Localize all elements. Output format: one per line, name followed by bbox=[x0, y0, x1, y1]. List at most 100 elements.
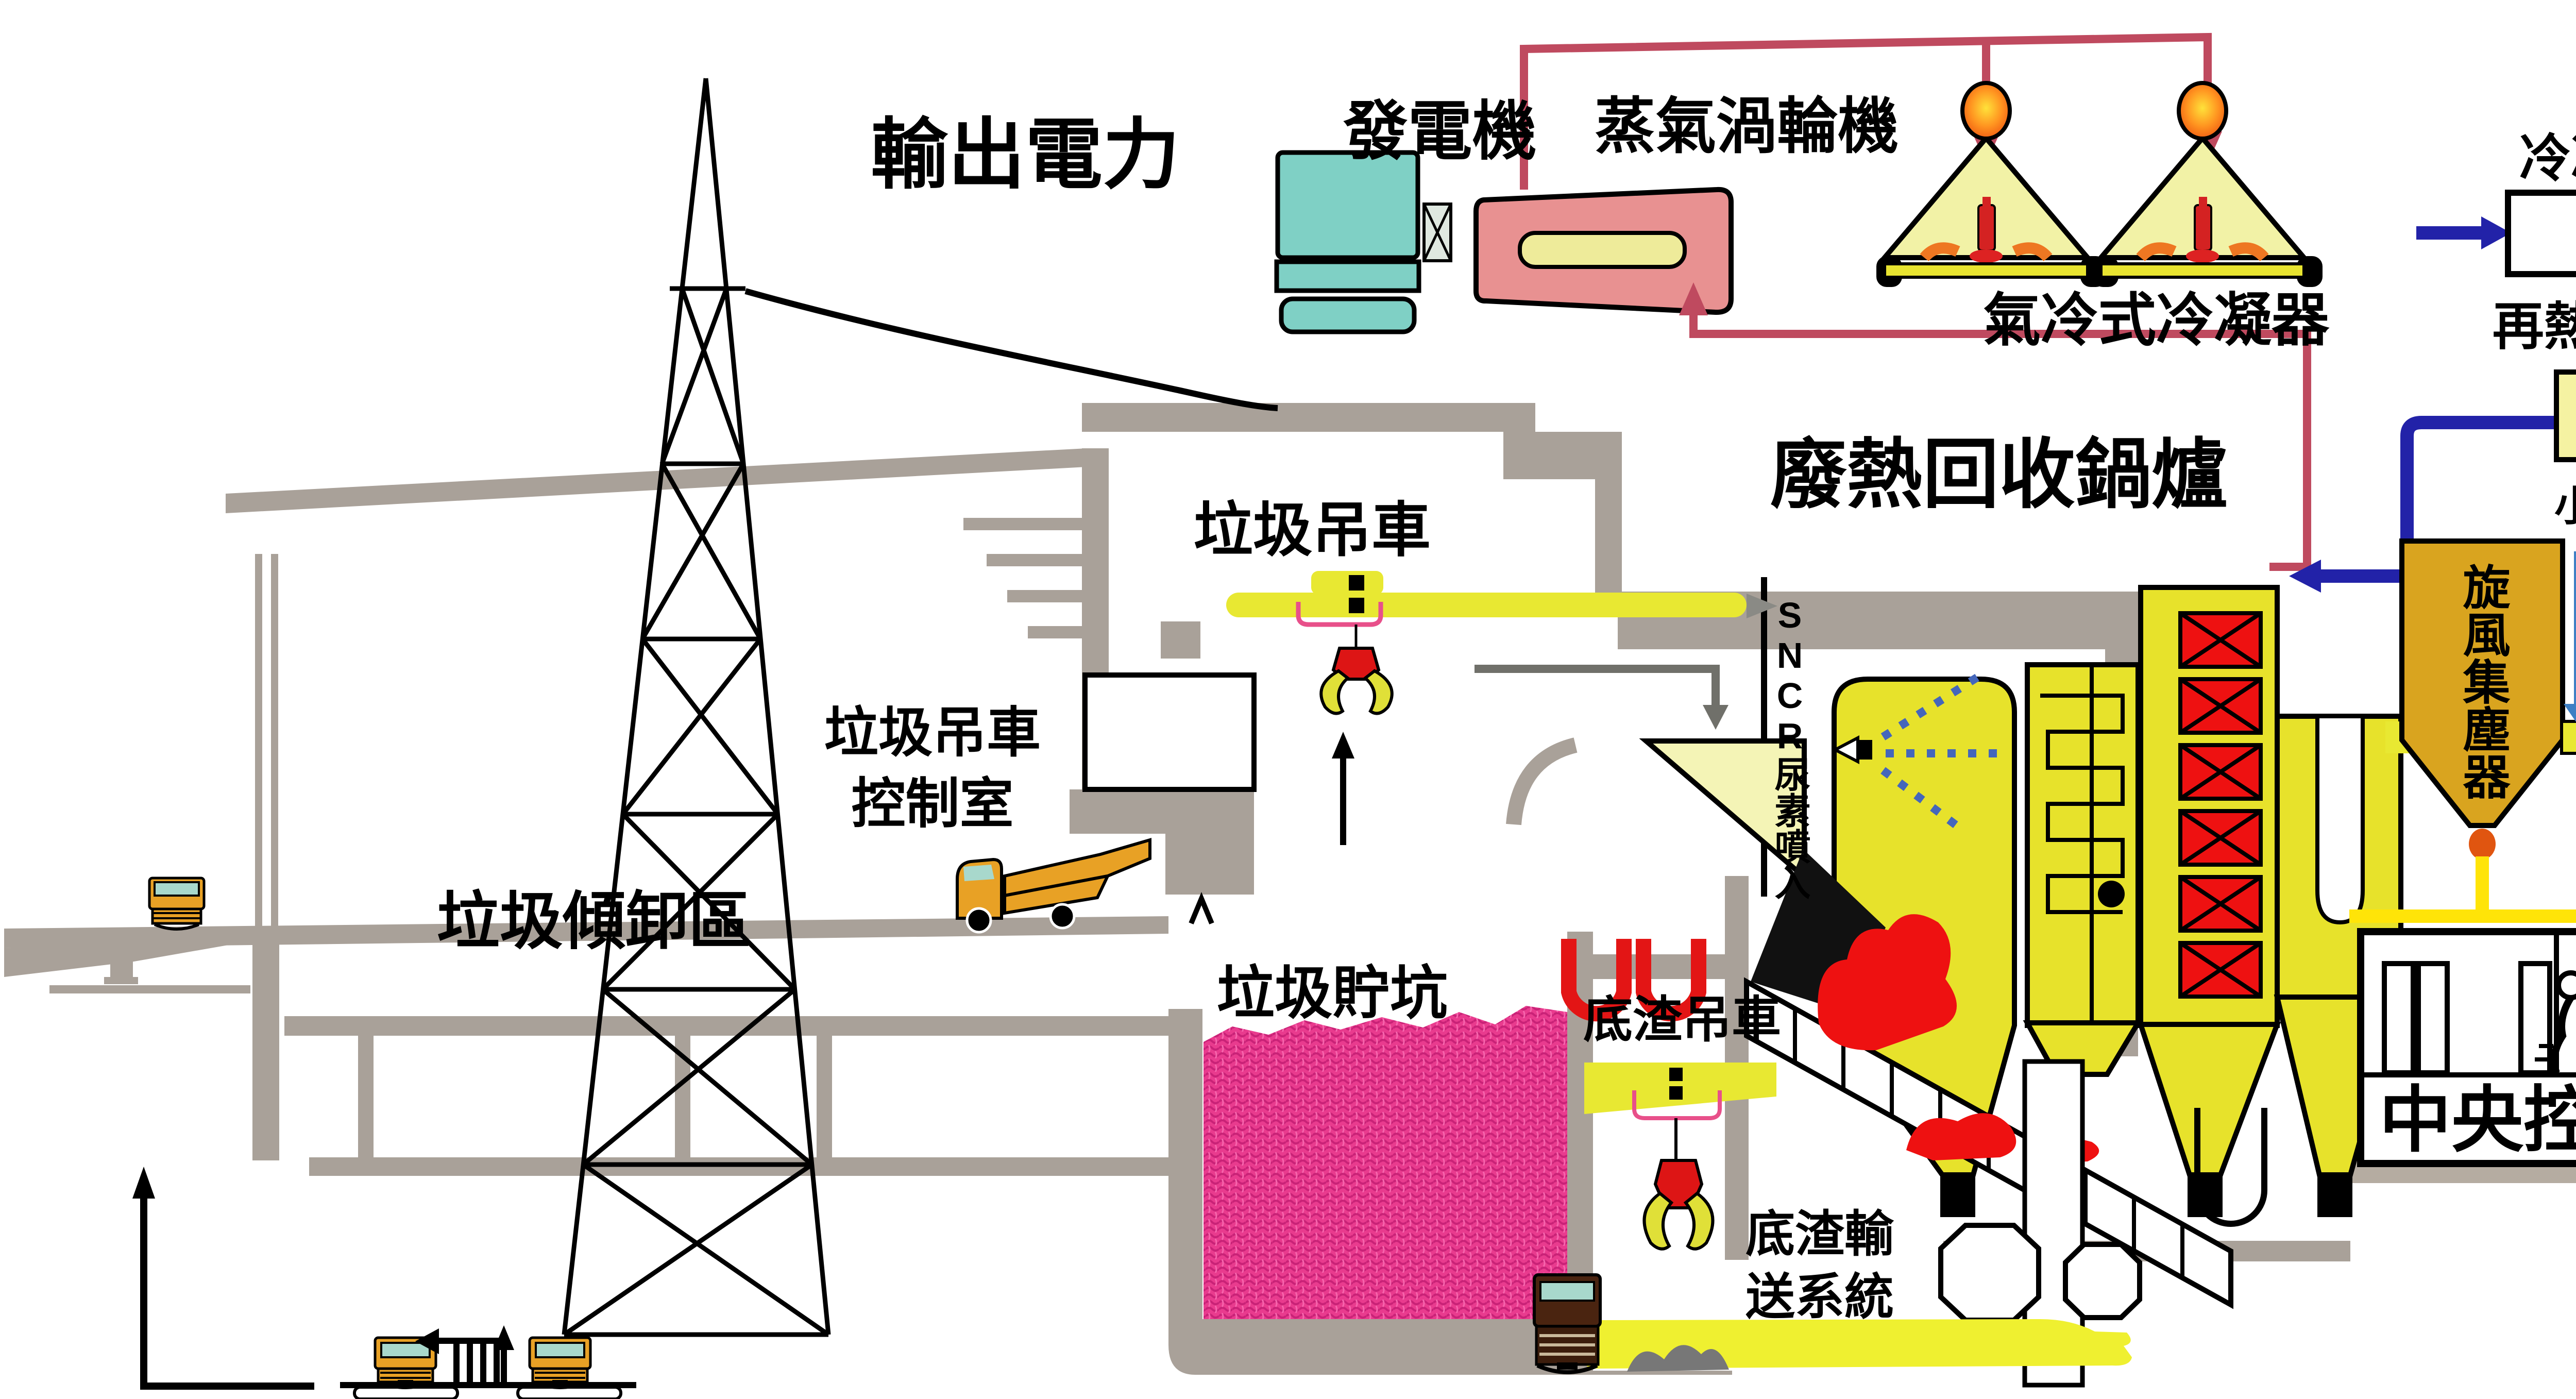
condenser-flame-ball bbox=[2177, 81, 2228, 141]
label-waste-heat-boiler: 廢熱回收鍋爐 bbox=[1770, 432, 2228, 517]
truck-windshield bbox=[1539, 1281, 1595, 1302]
truck-grille bbox=[535, 1372, 585, 1379]
ash-grab-claw-right bbox=[1683, 1191, 1715, 1251]
ramp-lower-line bbox=[49, 985, 250, 993]
blue-arrowhead-5 bbox=[2289, 560, 2321, 593]
boiler-pass-2 bbox=[2025, 662, 2141, 1028]
condenser-exhaust-center bbox=[1970, 249, 2003, 263]
boiler-drum-dot bbox=[2098, 881, 2125, 907]
ash-bay-truck bbox=[1533, 1273, 1602, 1374]
condenser-exhaust bbox=[1920, 242, 2053, 262]
truck-hitch bbox=[398, 1380, 413, 1385]
gate-bars bbox=[438, 1338, 504, 1388]
cyclone-collector bbox=[2399, 538, 2565, 859]
ash-conveyor-octagon-2 bbox=[2063, 1242, 2142, 1320]
truck-wheel-2 bbox=[1049, 903, 1076, 930]
label-garbage-pit: 垃圾貯坑 bbox=[1217, 961, 1448, 1025]
weighbridge-truck-2 bbox=[528, 1336, 592, 1389]
funnel-wall bbox=[1506, 737, 1578, 825]
crane-control-room-box bbox=[1082, 672, 1257, 792]
truck-body bbox=[377, 1367, 434, 1384]
label-reheat-high: 再熱系統 (高壓) bbox=[2493, 298, 2576, 356]
soda-arrow-shaft bbox=[2574, 551, 2576, 705]
condensate-tank bbox=[2505, 190, 2576, 277]
truck-body bbox=[151, 907, 202, 925]
sncr-spray bbox=[1880, 670, 1999, 836]
boiler-pass-4-slot bbox=[2315, 714, 2365, 925]
condenser-core bbox=[1977, 204, 1996, 251]
ash-grab-claw-left bbox=[1642, 1191, 1674, 1251]
cyclone-cooler-pipe bbox=[2560, 720, 2576, 755]
pit-left-wall bbox=[1168, 1009, 1202, 1323]
crane-hall-roof bbox=[1082, 403, 1535, 432]
wall-block bbox=[1161, 621, 1200, 659]
truck-base bbox=[1536, 1363, 1598, 1374]
tipping-road bbox=[4, 916, 1168, 948]
operator-figure bbox=[2531, 970, 2576, 1075]
boiler-pass-3-hopper bbox=[2137, 1022, 2281, 1177]
blue-arrowhead-1 bbox=[2481, 216, 2511, 249]
truck-base bbox=[380, 1381, 431, 1389]
weighbridge-pad-2 bbox=[516, 1386, 622, 1399]
hx-x-lines bbox=[2179, 611, 2262, 999]
soda-injection bbox=[2564, 551, 2576, 722]
grab-claw-left bbox=[1319, 669, 1350, 715]
ash-pipe-loop bbox=[2194, 1108, 2267, 1227]
label-garbage-crane: 垃圾吊車 bbox=[1194, 497, 1431, 563]
entry-gate bbox=[415, 1325, 514, 1388]
ash-trolley-block-1 bbox=[1669, 1068, 1683, 1081]
truck-grille bbox=[1539, 1334, 1595, 1356]
label-generator: 發電機 bbox=[1343, 96, 1537, 167]
crane-rail bbox=[1226, 593, 1747, 617]
truck-windshield bbox=[535, 1342, 585, 1358]
reheat-hp-box bbox=[2554, 369, 2576, 462]
label-soda-injection: 小蘇打噴入 bbox=[2554, 483, 2576, 529]
label-ash-conveyor-1: 底渣輸 bbox=[1745, 1207, 1894, 1262]
turbine-rotor bbox=[1518, 231, 1687, 269]
power-wire bbox=[744, 288, 1278, 411]
trolley-block-1 bbox=[1349, 575, 1364, 591]
label-ash-conveyor-2: 送系統 bbox=[1745, 1270, 1894, 1325]
label-steam-turbine: 蒸氣渦輪機 bbox=[1595, 93, 1899, 161]
condenser-exhaust bbox=[2136, 242, 2269, 262]
spray-cooler bbox=[2560, 720, 2576, 755]
condenser-flame-ball bbox=[1960, 81, 2012, 141]
entry-flow-arrow-head bbox=[132, 1167, 155, 1199]
garbage-fill bbox=[1204, 1006, 1567, 1319]
water-circuit bbox=[2289, 190, 2576, 593]
console bbox=[2382, 961, 2416, 1075]
condenser-core bbox=[2194, 204, 2212, 251]
feed-hopper-funnel bbox=[1639, 738, 1807, 883]
crane-control-room-leg bbox=[1165, 834, 1254, 895]
generator-base bbox=[1279, 296, 1417, 334]
label-central-control-room: 中央控制室 bbox=[2379, 1080, 2576, 1160]
boiler-tubes-zigzag bbox=[2040, 667, 2125, 1023]
boiler-stub-1 bbox=[1940, 1174, 1975, 1217]
condenser-base-bar bbox=[2099, 262, 2306, 279]
truck-windshield bbox=[154, 881, 200, 897]
crane-control-room-base bbox=[1070, 789, 1254, 834]
ash-conveyor-octagon-1 bbox=[1938, 1223, 2041, 1323]
feeder-roller-1 bbox=[1561, 939, 1632, 1022]
condenser-core-cap bbox=[1982, 197, 1991, 206]
lift-arrow-head bbox=[1332, 732, 1354, 759]
flame-mound bbox=[1818, 914, 1957, 1051]
stairs bbox=[963, 518, 1082, 638]
coupling-x bbox=[1422, 203, 1452, 262]
basement-column-3 bbox=[817, 1036, 832, 1157]
flow-arrow-gray bbox=[1475, 665, 1720, 705]
crane-rail-arrow bbox=[1747, 594, 1777, 618]
label-output-power: 輸出電力 bbox=[871, 111, 1180, 198]
flow-arrow-gray-head bbox=[1703, 705, 1728, 730]
generator-band bbox=[1274, 259, 1421, 293]
truck-bed-side bbox=[1003, 873, 1111, 915]
hall-pillar bbox=[252, 931, 279, 1160]
truck-base bbox=[154, 923, 200, 931]
gate-up-arrow-head bbox=[494, 1325, 514, 1350]
generator-body bbox=[1275, 150, 1420, 260]
cyclone-body bbox=[2399, 538, 2565, 828]
truck-windshield bbox=[380, 1342, 431, 1358]
garbage-pit bbox=[1204, 1006, 1567, 1319]
